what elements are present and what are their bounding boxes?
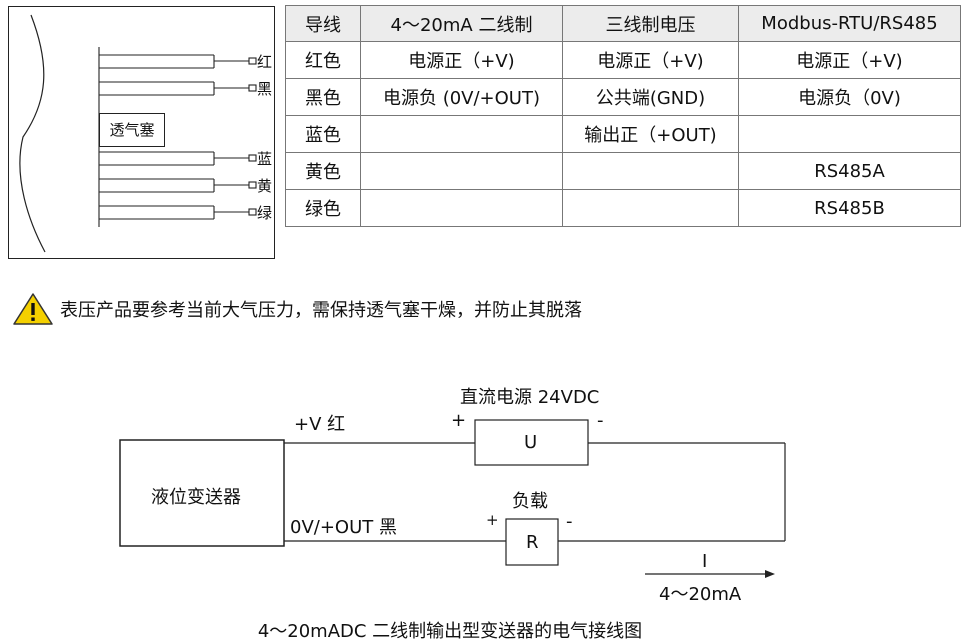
table-cell [562,189,739,227]
current-range: 4～20mA [659,584,742,605]
table-cell [562,152,739,190]
warning-text: 表压产品要参考当前大气压力，需保持透气塞干燥，并防止其脱落 [60,300,582,321]
table-cell: 公共端(GND) [562,78,739,116]
table-cell: 黑色 [285,78,361,116]
table-row: 绿色 RS485B [285,189,961,227]
table-row: 黑色 电源负 (0V/+OUT) 公共端(GND) 电源负（0V) [285,78,961,116]
header-modbus: Modbus-RTU/RS485 [738,5,961,42]
power-supply-title: 直流电源 24VDC [460,387,600,408]
header-two-wire: 4～20mA 二线制 [360,5,563,42]
table-cell [360,115,563,153]
table-cell: 电源正（+V) [360,41,563,79]
load-title: 负载 [512,491,548,512]
table-cell: 电源正（+V) [738,41,961,79]
table-cell [360,189,563,227]
table-row: 黄色 RS485A [285,152,961,190]
circuit-wires [119,419,786,578]
transmitter-label: 液位变送器 [151,487,241,508]
table-cell: 绿色 [285,189,361,227]
wire-label-blue: 蓝 [257,150,273,168]
power-symbol: U [524,432,538,453]
red-terminal-label: +V 红 [294,414,346,435]
table-cell: 输出正（+OUT) [562,115,739,153]
table-cell: RS485A [738,152,961,190]
cable-diagram: 透气塞 红 黑 蓝 黄 绿 [8,6,275,259]
load-minus: - [566,511,573,532]
cable-drawing [19,14,257,253]
table-row: 红色 电源正（+V) 电源正（+V) 电源正（+V) [285,41,961,79]
warning-triangle-icon [13,293,53,325]
wire-label-black: 黑 [257,80,273,98]
load-plus: + [486,511,499,529]
vent-plug-label: 透气塞 [99,113,165,147]
power-plus: + [451,410,467,431]
table-cell: 蓝色 [285,115,361,153]
transmitter-box [119,439,285,547]
header-wire: 导线 [285,5,361,42]
header-three-wire: 三线制电压 [562,5,739,42]
table-header-row: 导线 4～20mA 二线制 三线制电压 Modbus-RTU/RS485 [285,5,961,42]
table-cell [738,115,961,153]
table-cell: 电源负 (0V/+OUT) [360,78,563,116]
circuit-diagram: 液位变送器 +V 红 0V/+OUT 黑 直流电源 24VDC + - U 负载… [0,370,970,610]
power-minus: - [597,410,604,431]
warning-note: 表压产品要参考当前大气压力，需保持透气塞干燥，并防止其脱落 [12,292,582,326]
table-cell: 电源正（+V) [562,41,739,79]
table-cell: 红色 [285,41,361,79]
figure-caption: 4～20mADC 二线制输出型变送器的电气接线图 [257,621,643,642]
load-symbol: R [526,532,539,553]
table-cell: 黄色 [285,152,361,190]
wire-label-yellow: 黄 [257,177,273,195]
current-symbol: I [702,551,708,572]
table-cell [360,152,563,190]
wiring-table: 导线 4～20mA 二线制 三线制电压 Modbus-RTU/RS485 红色 … [285,5,961,227]
wire-label-green: 绿 [257,204,273,222]
wire-label-red: 红 [257,53,273,71]
current-arrow-head [765,570,775,578]
table-cell: RS485B [738,189,961,227]
table-row: 蓝色 输出正（+OUT) [285,115,961,153]
load-resistor-box [505,518,559,566]
table-cell: 电源负（0V) [738,78,961,116]
black-terminal-label: 0V/+OUT 黑 [290,517,397,538]
